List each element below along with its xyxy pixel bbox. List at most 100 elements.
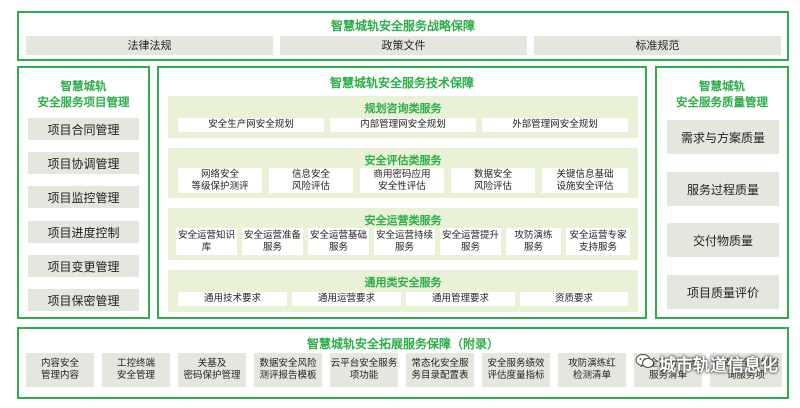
extension-item-text: 询服务项 [726,370,765,381]
extension-item-text: 安全运营托管 [639,357,697,369]
operation-item-text: 服务 [394,241,414,253]
extension-item-text: 安全管理 [116,370,155,381]
extension-item-text: 数据安全风险 [259,357,317,369]
operation-item-expert: 安全运营专家 支持服务 [566,228,630,255]
operation-item-text: 安全运营知识 [177,229,235,241]
operation-band: 安全运营类服务 安全运营知识 库 安全运营准备 服务 安全运营基础 服务 安全运… [168,208,638,260]
extension-item-text: 密码保护管理 [183,370,241,381]
operation-item-text: 服务 [328,241,348,253]
extension-item-text: 项功能 [349,370,379,381]
technical-section: 智慧城轨安全服务技术保障 规划咨询类服务 安全生产网安全规划 内部管理网安全规划… [157,66,647,319]
planning-item-internal: 内部管理网安全规划 [330,118,476,132]
planning-item-external: 外部管理网安全规划 [482,118,628,132]
operation-item-text: 库 [201,241,212,253]
quality-management-title-line2: 安全服务质量管理 [676,95,768,109]
assessment-item-crypto: 商用密码应用 安全性评估 [360,168,444,193]
strategy-section: 智慧城轨安全服务战略保障 法律法规 政策文件 标准规范 [17,11,789,61]
general-item-technical: 通用技术要求 [178,292,287,306]
operation-item-continuous: 安全运营持续 服务 [374,228,435,255]
operation-title: 安全运营类服务 [364,214,442,227]
extension-item-content-security: 内容安全 管理内容 [26,353,94,387]
quality-management-title-line1: 智慧城轨 [699,79,745,93]
assessment-item-text: 网络安全 [200,168,239,180]
general-band: 通用类安全服务 通用技术要求 通用运营要求 通用管理要求 资质要求 [168,270,638,312]
project-management-section: 智慧城轨 安全服务项目管理 项目合同管理 项目协调管理 项目监控管理 项目进度控… [17,66,150,319]
project-management-title-line2: 安全服务项目管理 [37,95,130,109]
quality-item-evaluation: 项目质量评价 [667,275,779,309]
general-item-qualification: 资质要求 [520,292,628,306]
general-title: 通用类安全服务 [364,276,442,289]
strategy-item-policies: 政策文件 [280,36,527,55]
extension-item-text: 测评报告模板 [259,370,317,381]
extension-section: 智慧城轨安全拓展服务保障（附录） 内容安全 管理内容 工控终端 安全管理 关基及… [17,327,789,399]
operation-item-improvement: 安全运营提升 服务 [440,228,501,255]
assessment-item-text: 风险评估 [473,180,512,192]
operation-item-text: 服务 [460,241,480,253]
operation-item-text: 支持服务 [578,241,617,253]
strategy-item-standards: 标准规范 [534,36,781,55]
operation-item-text: 安全运营提升 [441,229,499,241]
extension-item-text: 管理内容 [40,370,79,381]
extension-item-text: 检测清单 [572,370,611,381]
assessment-item-level-protection: 网络安全 等级保护测评 [178,168,262,193]
wechat-icon [635,353,655,374]
watermark: 城市轨道信息化 [635,351,778,376]
planning-title: 规划咨询类服务 [364,102,442,115]
extension-item-catalog: 常态化安全服 务目录配置表 [406,353,474,387]
assessment-band: 安全评估类服务 网络安全 等级保护测评 信息安全 风险评估 商用密码应用 安全性… [168,148,638,198]
project-item-coordination: 项目协调管理 [28,152,139,174]
extension-item-text: 常态化安全服 [411,357,469,369]
extension-item-planning-consult: 网络安全规划咨 询服务项 [710,353,782,387]
extension-item-text: 攻防演练红 [568,357,616,369]
operation-item-text: 攻防演练 [514,229,553,241]
operation-item-text: 安全运营持续 [375,229,433,241]
extension-item-text: 工控终端 [116,357,155,369]
operation-item-text: 服务 [523,241,543,253]
assessment-item-text: 信息安全 [291,168,330,180]
assessment-item-text: 等级保护测评 [191,180,249,192]
project-management-title-line1: 智慧城轨 [60,79,107,93]
operation-item-text: 安全运营准备 [243,229,301,241]
assessment-item-info-risk: 信息安全 风险评估 [269,168,353,193]
extension-title: 智慧城轨安全拓展服务保障（附录） [306,337,499,351]
quality-item-requirements: 需求与方案质量 [667,120,779,154]
assessment-item-text: 设施安全评估 [556,180,614,192]
operation-item-drill: 攻防演练 服务 [506,228,561,255]
technical-title: 智慧城轨安全服务技术保障 [329,76,474,90]
assessment-title: 安全评估类服务 [364,154,442,167]
extension-item-text: 关基及 [197,357,227,369]
extension-item-ics-terminal: 工控终端 安全管理 [102,353,170,387]
extension-item-cloud: 云平台安全服务 项功能 [330,353,398,387]
project-item-confidentiality: 项目保密管理 [28,289,139,311]
general-item-operation: 通用运营要求 [292,292,401,306]
strategy-title: 智慧城轨安全服务战略保障 [330,19,475,33]
quality-item-process: 服务过程质量 [667,172,779,206]
assessment-item-text: 安全性评估 [378,180,426,192]
extension-item-text: 网络安全规划咨 [712,357,780,369]
assessment-item-text: 关键信息基础 [556,168,614,180]
planning-item-production: 安全生产网安全规划 [178,118,324,132]
assessment-item-text: 风险评估 [291,180,330,192]
project-item-change: 项目变更管理 [28,255,139,277]
extension-item-text: 安全服务绩效 [487,357,545,369]
extension-item-cii-crypto: 关基及 密码保护管理 [178,353,246,387]
operation-item-text: 安全运营基础 [309,229,367,241]
extension-item-data-report: 数据安全风险 测评报告模板 [254,353,322,387]
extension-item-performance: 安全服务绩效 评估度量指标 [482,353,550,387]
extension-item-text: 云平台安全服务 [330,357,398,369]
extension-item-drill-checklist: 攻防演练红 检测清单 [558,353,626,387]
operation-item-text: 安全运营专家 [569,229,627,241]
operation-item-knowledge-base: 安全运营知识 库 [176,228,237,255]
operation-item-preparation: 安全运营准备 服务 [242,228,303,255]
quality-management-section: 智慧城轨 安全服务质量管理 需求与方案质量 服务过程质量 交付物质量 项目质量评… [655,66,789,319]
general-item-management: 通用管理要求 [406,292,515,306]
operation-item-basic: 安全运营基础 服务 [308,228,369,255]
assessment-item-text: 数据安全 [473,168,512,180]
watermark-text: 城市轨道信息化 [659,356,778,376]
assessment-item-data-risk: 数据安全 风险评估 [451,168,535,193]
assessment-item-text: 商用密码应用 [373,168,431,180]
project-item-monitoring: 项目监控管理 [28,186,139,208]
quality-item-deliverables: 交付物质量 [667,223,779,257]
extension-item-text: 评估度量指标 [487,370,545,381]
project-item-schedule: 项目进度控制 [28,221,139,243]
